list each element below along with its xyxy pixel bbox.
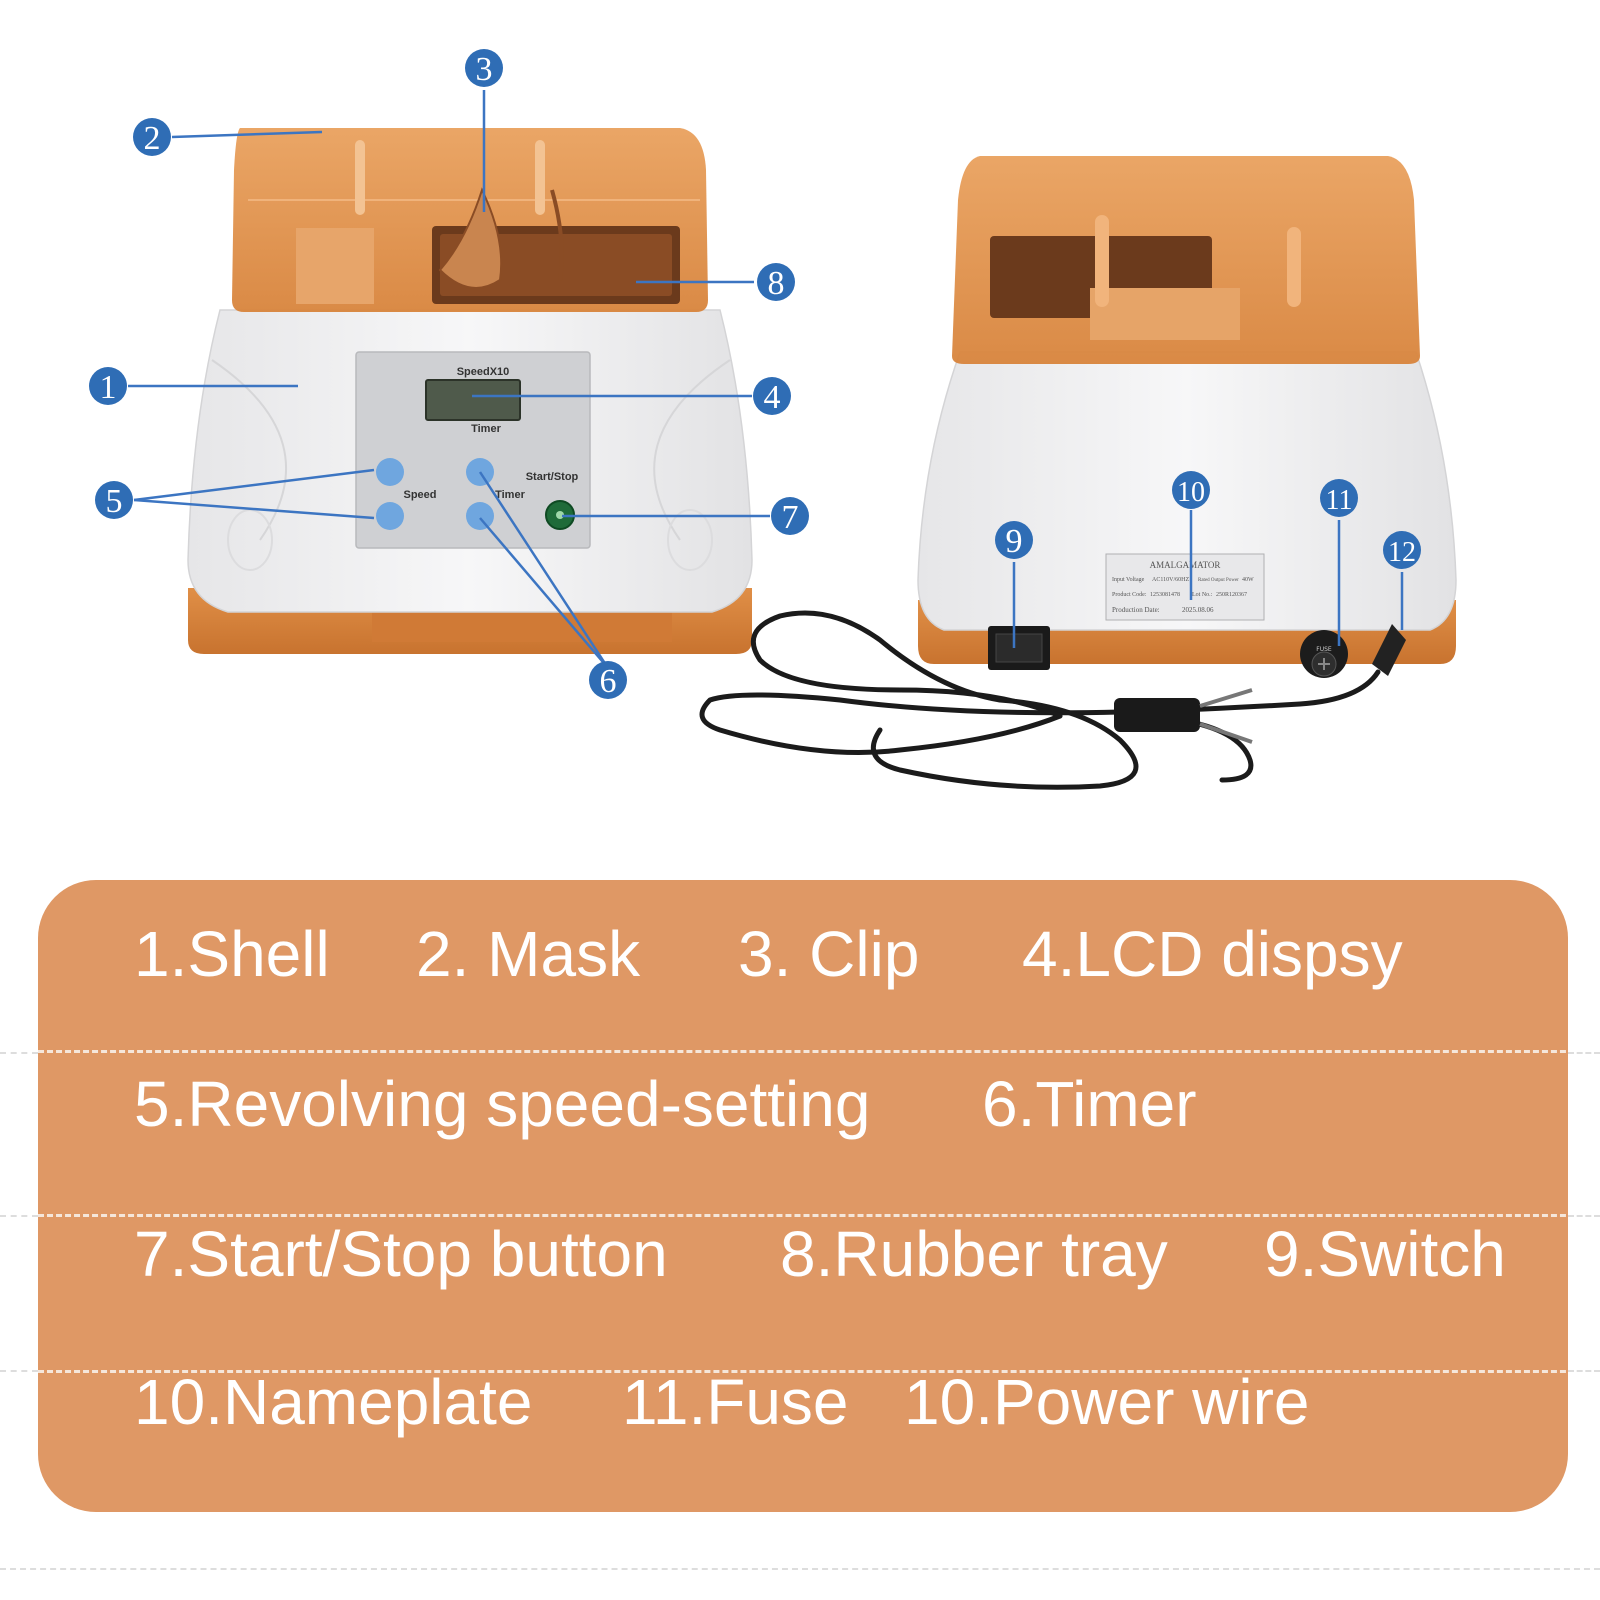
nameplate-lot-value: 250R120367 [1216, 592, 1247, 598]
warning-label [296, 228, 374, 304]
clip-arm [550, 189, 564, 281]
power-plug [1114, 688, 1253, 744]
outer-divider-left-3 [0, 1370, 38, 1372]
callout-4-number: 4 [764, 379, 781, 416]
legend-row-4: 10.Nameplate 11.Fuse 10.Power wire [38, 1328, 1568, 1476]
legend-item-speed-setting: 5.Revolving speed-setting [134, 1068, 871, 1140]
legend-item-shell: 1.Shell [134, 918, 330, 990]
legend-item-fuse: 11.Fuse [622, 1366, 849, 1438]
nameplate-date-label: Production Date: [1112, 606, 1160, 614]
callout-9: 9 [995, 521, 1033, 560]
callout-2: 2 [133, 118, 171, 157]
legend-item-timer: 6.Timer [982, 1068, 1197, 1140]
nameplate-power-label: Rated Output Power [1198, 578, 1239, 583]
legend-item-rubber-tray: 8.Rubber tray [780, 1218, 1168, 1290]
outer-divider-right-2 [1568, 1215, 1600, 1217]
legend-item-nameplate: 10.Nameplate [134, 1366, 533, 1438]
front-device: SpeedX10 Timer Speed Timer Start/Stop [187, 128, 753, 654]
legend-row-2: 5.Revolving speed-setting 6.Timer [38, 1030, 1568, 1178]
speed-x10-label: SpeedX10 [457, 366, 510, 378]
legend-item-switch: 9.Switch [1264, 1218, 1506, 1290]
callout-10: 10 [1172, 471, 1210, 509]
lcd-display [425, 379, 521, 421]
callout-2-number: 2 [144, 120, 161, 157]
callout-7: 7 [771, 497, 809, 536]
callout-8: 8 [757, 263, 795, 302]
nameplate-voltage-value: AC110V/60HZ [1152, 577, 1189, 583]
callout-7-number: 7 [782, 499, 799, 536]
callout-3-number: 3 [476, 51, 493, 88]
nameplate-lot-label: Lot No.: [1192, 592, 1213, 598]
callout-11: 11 [1320, 479, 1358, 517]
legend-item-lcd-display: 4.LCD dispsy [1022, 918, 1403, 990]
switch-rocker[interactable] [995, 633, 1043, 663]
legend-item-mask: 2. Mask [416, 918, 641, 990]
nameplate-code-value: 1253081478 [1150, 592, 1180, 598]
callout-1-number: 1 [100, 369, 117, 406]
nameplate-date-value: 2025.08.06 [1182, 606, 1214, 614]
shell-foot-left [227, 509, 273, 571]
callout-9-number: 9 [1006, 523, 1023, 560]
legend-row-3: 7.Start/Stop button 8.Rubber tray 9.Swit… [38, 1180, 1568, 1328]
fuse-slot-icon [1318, 658, 1330, 670]
callout-12: 12 [1383, 531, 1421, 569]
power-wire-strain-relief [1372, 624, 1406, 676]
outer-divider-left-1 [0, 1052, 38, 1054]
start-stop-label: Start/Stop [526, 471, 579, 483]
timer-down-button[interactable] [466, 502, 494, 530]
timer-label: Timer [495, 489, 525, 501]
shell-contour-left [211, 359, 288, 541]
callout-12-number: 12 [1388, 537, 1416, 568]
legend-divider-2 [38, 1214, 1568, 1217]
legend-panel: 1.Shell 2. Mask 3. Clip 4.LCD dispsy 5.R… [38, 880, 1568, 1512]
outer-divider-bottom [0, 1568, 1600, 1570]
leader-lines [128, 90, 1404, 669]
back-clip-posts [1095, 215, 1301, 307]
callout-6: 6 [589, 661, 627, 700]
callout-8-number: 8 [768, 265, 785, 302]
control-panel [355, 351, 591, 549]
callout-6-number: 6 [600, 663, 617, 700]
clip [438, 187, 503, 289]
speed-label: Speed [403, 489, 436, 501]
callout-3: 3 [465, 49, 503, 88]
callout-11-number: 11 [1326, 485, 1353, 516]
speed-down-button[interactable] [376, 502, 404, 530]
callout-4: 4 [753, 377, 791, 416]
front-base-slot [372, 612, 672, 642]
nameplate-voltage-label: Input Voltage [1112, 577, 1145, 583]
lcd-timer-label: Timer [471, 423, 501, 435]
legend-item-clip: 3. Clip [738, 918, 920, 990]
back-device: AMALGAMATOR Input Voltage AC110V/60HZ Ra… [917, 156, 1457, 678]
legend-row-1: 1.Shell 2. Mask 3. Clip 4.LCD dispsy [38, 880, 1568, 1028]
callout-1: 1 [89, 367, 127, 406]
nameplate [1105, 553, 1265, 621]
nameplate-title: AMALGAMATOR [1150, 560, 1221, 570]
callout-5: 5 [95, 481, 133, 520]
legend-divider-3 [38, 1370, 1568, 1373]
outer-divider-right-1 [1568, 1052, 1600, 1054]
nameplate-power-value: 40W [1242, 577, 1254, 583]
shell-foot-right [667, 509, 713, 571]
outer-divider-right-3 [1568, 1370, 1600, 1372]
legend-divider-1 [38, 1050, 1568, 1053]
back-clip-bridge [1090, 288, 1240, 340]
nameplate-code-label: Product Code: [1112, 592, 1147, 598]
callout-10-number: 10 [1177, 477, 1205, 508]
callout-5-number: 5 [106, 483, 123, 520]
legend-item-start-stop: 7.Start/Stop button [134, 1218, 668, 1290]
outer-divider-left-2 [0, 1215, 38, 1217]
clip-posts [355, 140, 545, 215]
fuse-label: FUSE [1316, 646, 1332, 653]
speed-up-button[interactable] [376, 458, 404, 486]
legend-item-power-wire: 10.Power wire [904, 1366, 1310, 1438]
